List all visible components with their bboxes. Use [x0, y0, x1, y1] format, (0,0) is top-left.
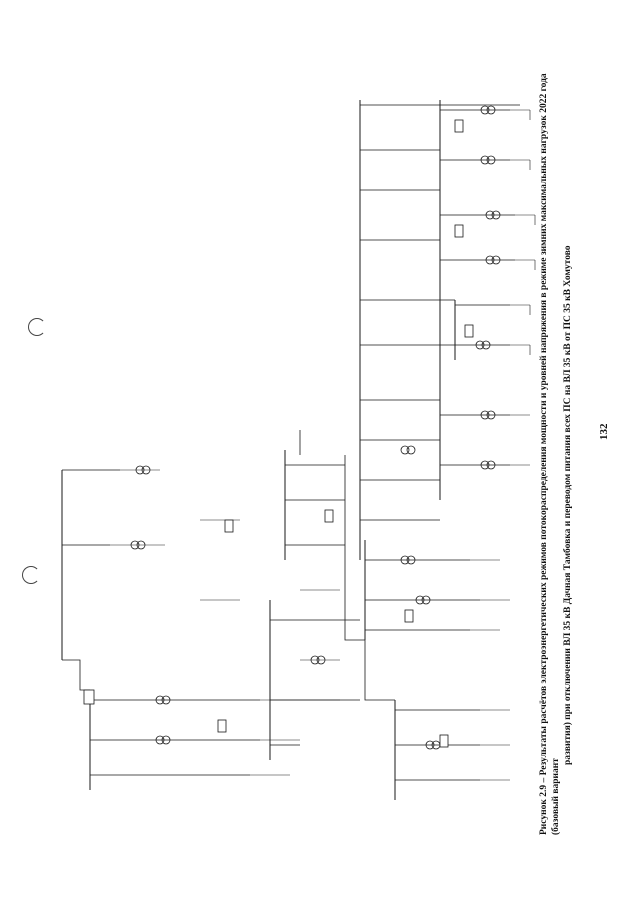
- lines: [62, 104, 520, 781]
- figure-caption: Рисунок 2.9 – Результаты расчётов электр…: [538, 55, 574, 835]
- binder-hole-bottom: [22, 566, 40, 584]
- loads-and-feeders: [110, 109, 536, 781]
- binder-hole-top: [28, 318, 46, 336]
- transformers: [130, 105, 501, 750]
- caption-line-1: Рисунок 2.9 – Результаты расчётов электр…: [539, 73, 561, 835]
- page-number: 132: [598, 423, 610, 441]
- caption-line-2: развития) при отключении ВЛ 35 кВ Дачная…: [563, 245, 573, 765]
- switches: [83, 119, 474, 748]
- busbars: [61, 100, 456, 800]
